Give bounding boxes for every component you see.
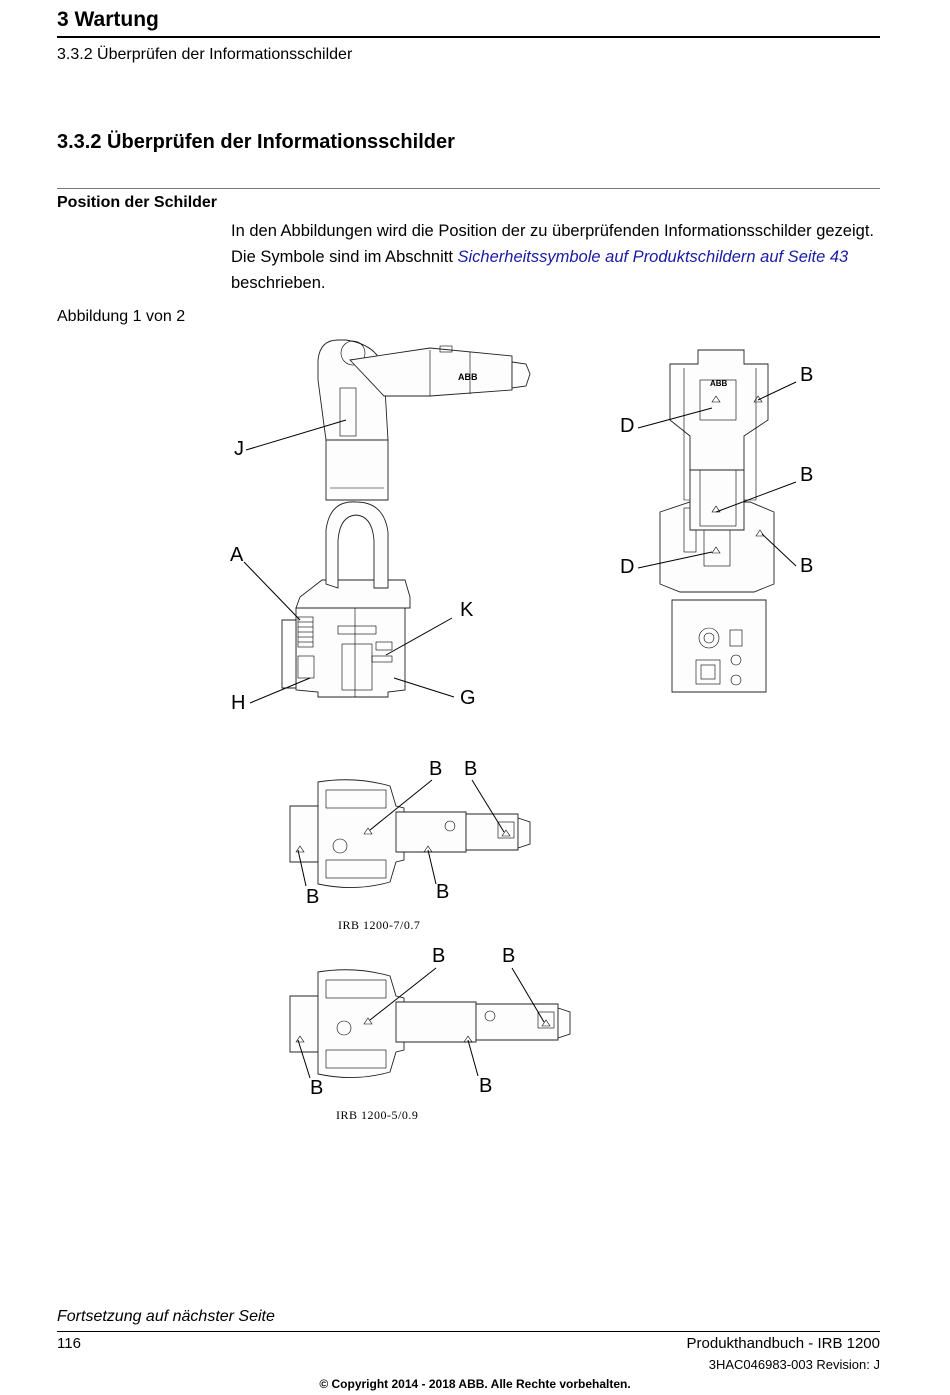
top2-label-b-3: B: [310, 1077, 324, 1099]
front-label-b-1: B: [800, 364, 814, 386]
top-view-2-robot: [289, 967, 571, 1079]
header-rule: [57, 36, 880, 38]
top2-label-b-2: B: [502, 945, 516, 967]
copyright: © Copyright 2014 - 2018 ABB. Alle Rechte…: [319, 1377, 631, 1391]
top2-caption: IRB 1200-5/0.9: [336, 1108, 419, 1122]
top1-label-b-4: B: [436, 881, 450, 903]
label-a: A: [230, 544, 244, 566]
front-label-d-2: D: [620, 556, 635, 578]
manual-title: Produkthandbuch - IRB 1200: [686, 1335, 880, 1352]
top-view-1-robot: [289, 779, 531, 889]
side-view-robot: ABB: [243, 339, 531, 704]
section-rule: [57, 188, 880, 189]
section-header: 3.3.2 Überprüfen der Informationsschilde…: [57, 46, 353, 63]
safety-symbols-link[interactable]: Sicherheitssymbole auf Produktschildern …: [457, 248, 849, 266]
page-number: 116: [57, 1335, 81, 1352]
chapter-header: 3 Wartung: [57, 8, 159, 31]
section-title: 3.3.2 Überprüfen der Informationsschilde…: [57, 131, 455, 153]
front-label-d-1: D: [620, 415, 635, 437]
top1-label-b-3: B: [306, 886, 320, 908]
front-label-b-2: B: [800, 464, 814, 486]
label-j: J: [234, 438, 244, 460]
figure-label: Abbildung 1 von 2: [57, 308, 186, 325]
top2-label-b-4: B: [479, 1075, 493, 1097]
intro-text-after: beschrieben.: [231, 274, 326, 292]
front-view-robot: ABB: [637, 349, 797, 693]
side-view-brand: ABB: [458, 372, 478, 382]
label-g: G: [460, 687, 476, 709]
position-title: Position der Schilder: [57, 194, 218, 211]
top2-label-b-1: B: [432, 945, 446, 967]
top1-label-b-1: B: [429, 758, 443, 780]
label-h: H: [231, 692, 246, 714]
label-k: K: [460, 599, 474, 621]
intro-paragraph: In den Abbildungen wird die Position der…: [231, 218, 886, 296]
document-id: 3HAC046983-003 Revision: J: [708, 1357, 880, 1372]
footer-rule: [57, 1331, 880, 1332]
top1-caption: IRB 1200-7/0.7: [338, 918, 421, 932]
intro-text-before: In den Abbildungen wird die Position der…: [231, 222, 874, 266]
front-view-brand: ABB: [710, 379, 728, 388]
front-label-b-3: B: [800, 555, 814, 577]
continuation-note: Fortsetzung auf nächster Seite: [57, 1308, 275, 1325]
top1-label-b-2: B: [464, 758, 478, 780]
